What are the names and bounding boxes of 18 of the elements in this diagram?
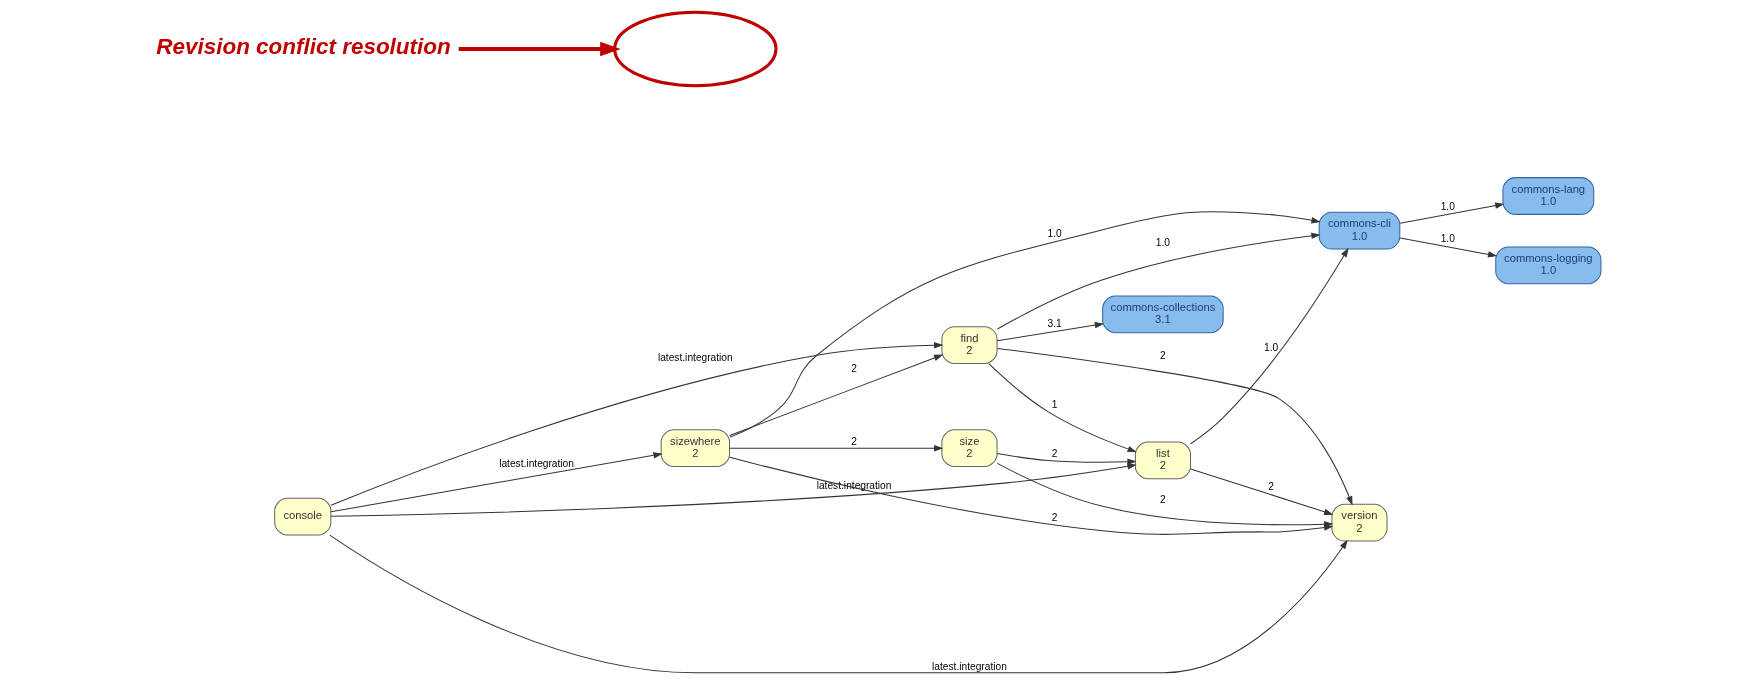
edge-label: 2 [1267,481,1274,493]
edge-label: 1 [1051,399,1058,411]
edge-label: latest.integration [657,352,733,364]
edge-label: 2 [850,362,857,374]
edge-label: 1.0 [1263,342,1278,354]
edge-label: 3.1 [1047,317,1062,329]
edge-label: 1.0 [1155,237,1170,249]
edge-label: 2 [1051,511,1058,523]
edge-label: latest.integration [931,660,1007,672]
edge-label: 1.0 [1440,232,1455,244]
edge-label: 2 [1159,350,1166,362]
edge-label: 2 [1159,494,1166,506]
edge-label: latest.integration [498,457,574,469]
edge-label: 2 [850,436,857,448]
node-text: Revision conflict resolution [155,33,451,59]
edge-label: 1.0 [1440,201,1455,213]
edge-label: 1.0 [1047,227,1062,239]
edge-label: 2 [1051,448,1058,460]
